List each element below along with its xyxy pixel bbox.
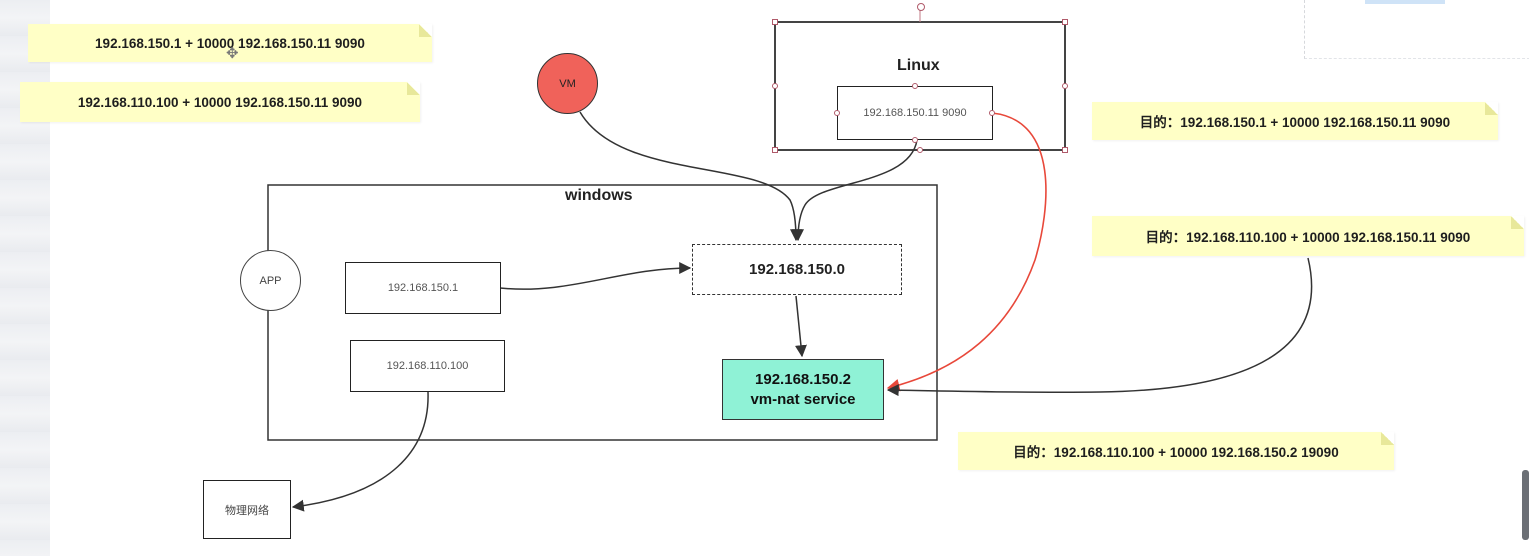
inner-handle-right[interactable]: [989, 110, 995, 116]
physical-network-label: 物理网络: [225, 504, 269, 517]
inner-handle-bottom[interactable]: [912, 137, 918, 143]
edge-linux-to-nat-red: [886, 112, 1047, 392]
linux-handle-bl[interactable]: [772, 147, 778, 153]
inner-handle-top[interactable]: [912, 83, 918, 89]
corner-widget-bar: [1365, 0, 1445, 4]
windows-frame[interactable]: [267, 184, 938, 441]
linux-handle-right[interactable]: [1062, 83, 1068, 89]
host-ip-2-label: 192.168.110.100: [386, 360, 469, 372]
app-label: APP: [259, 274, 282, 287]
vm-label: VM: [559, 77, 576, 90]
nat-service-label: vm-nat service: [750, 390, 856, 408]
physical-network-box[interactable]: 物理网络: [203, 480, 291, 539]
linux-title: Linux: [897, 57, 940, 74]
note-top-left-1[interactable]: 192.168.150.1 + 10000 192.168.150.11 909…: [28, 24, 432, 62]
edge-hostip1-to-subnet: [499, 262, 692, 290]
subnet-label: 192.168.150.0: [749, 261, 845, 278]
host-ip-box-1[interactable]: 192.168.150.1: [345, 262, 501, 314]
move-cursor-icon: ✥: [226, 45, 239, 62]
note-right-1[interactable]: 目的：192.168.150.1 + 10000 192.168.150.11 …: [1092, 102, 1498, 140]
scrollbar-thumb[interactable]: [1522, 470, 1529, 540]
edge-linux-to-subnet: [792, 139, 918, 242]
linux-handle-left[interactable]: [772, 83, 778, 89]
linux-inner-label: 192.168.150.11 9090: [863, 107, 967, 119]
note-right-2[interactable]: 目的：192.168.110.100 + 10000 192.168.150.1…: [1092, 216, 1524, 256]
linux-handle-tr[interactable]: [1062, 19, 1068, 25]
edge-note-to-nat: [886, 257, 1313, 397]
subnet-box[interactable]: 192.168.150.0: [692, 244, 902, 295]
linux-handle-tl[interactable]: [772, 19, 778, 25]
windows-title: windows: [565, 187, 633, 204]
vm-node[interactable]: VM: [537, 53, 598, 114]
note-top-left-2[interactable]: 192.168.110.100 + 10000 192.168.150.11 9…: [20, 82, 420, 122]
linux-inner-box[interactable]: 192.168.150.11 9090: [837, 86, 993, 140]
edge-subnet-to-nat: [795, 295, 807, 358]
nat-ip-label: 192.168.150.2: [755, 370, 851, 388]
edge-hostip2-to-physical: [291, 391, 429, 512]
nat-service-box[interactable]: 192.168.150.2 vm-nat service: [722, 359, 884, 420]
edge-vm-to-subnet: [579, 111, 802, 242]
corner-widget: [1304, 0, 1529, 59]
linux-handle-top[interactable]: [917, 3, 925, 11]
host-ip-1-label: 192.168.150.1: [387, 282, 459, 294]
inner-handle-left[interactable]: [834, 110, 840, 116]
linux-handle-br[interactable]: [1062, 147, 1068, 153]
host-ip-box-2[interactable]: 192.168.110.100: [350, 340, 505, 392]
app-node[interactable]: APP: [240, 250, 301, 311]
linux-handle-bottom[interactable]: [917, 147, 923, 153]
note-bottom-right[interactable]: 目的：192.168.110.100 + 10000 192.168.150.2…: [958, 432, 1394, 470]
